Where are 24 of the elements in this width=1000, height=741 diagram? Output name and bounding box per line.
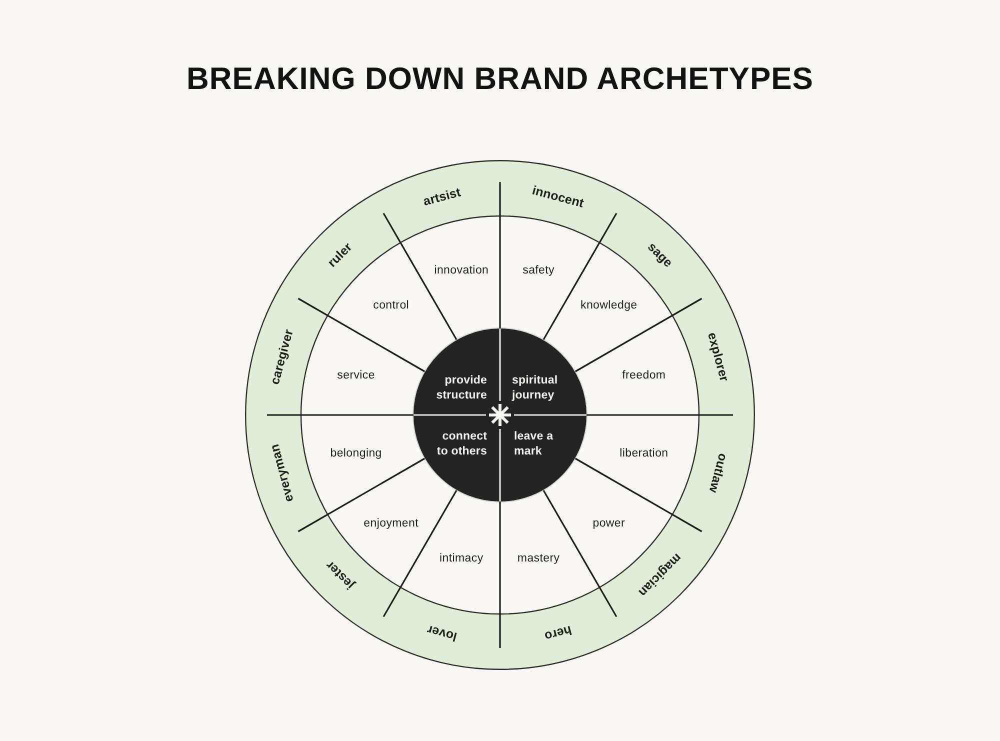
motivation-label: control [373,299,410,313]
motivation-label: belonging [330,446,382,460]
motivation-label: enjoyment [364,517,419,530]
motivation-label: freedom [622,370,666,384]
goal-label: leave a mark [514,429,568,459]
goal-label: spiritual journey [512,373,566,403]
motivation-label: intimacy [440,552,484,566]
archetype-label: outlaw [706,452,730,495]
motivation-label: power [592,517,626,530]
archetype-label: lover [424,622,458,644]
goal-label: provide structure [433,373,487,403]
motivation-label: mastery [517,552,560,566]
archetype-label: hero [543,622,574,644]
motivation-label: liberation [620,446,668,460]
goal-label: connect to others [433,429,487,459]
archetype-label: explorer [704,330,732,383]
archetype-label: caregiver [267,327,296,386]
archetype-label: artsist [421,184,462,209]
motivation-label: innovation [434,264,489,278]
motivation-label: service [337,370,375,384]
motivation-label: safety [522,264,554,278]
title: BREAKING DOWN BRAND ARCHETYPES [186,63,814,94]
archetype-label: everyman [267,443,296,504]
motivation-label: knowledge [580,299,638,313]
